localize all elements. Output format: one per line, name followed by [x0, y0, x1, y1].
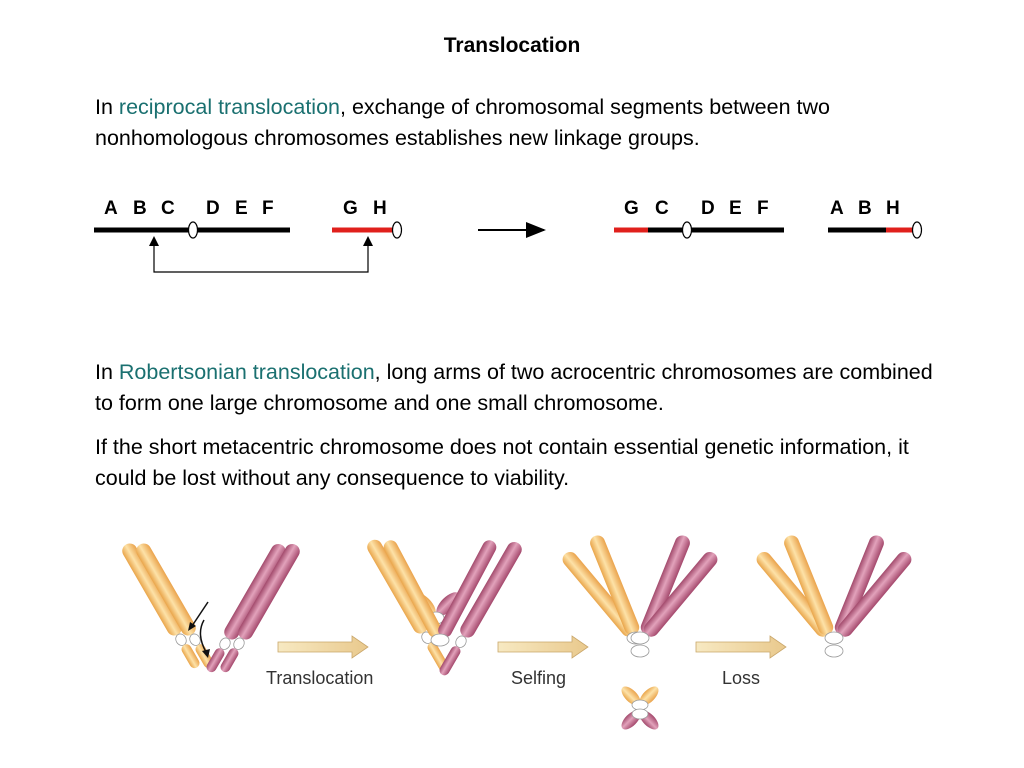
centromere: [391, 221, 403, 239]
reciprocal-term: reciprocal translocation: [118, 95, 340, 119]
translocation-step-arrow: Translocation: [266, 635, 373, 688]
reciprocal-paragraph: In reciprocal translocation, exchange of…: [95, 92, 955, 154]
robertsonian-paragraph: In Robertsonian translocation, long arms…: [95, 357, 955, 419]
after-chromosome-2: A B H: [828, 198, 923, 239]
gene-label: F: [262, 198, 274, 219]
fusion-arrow-icon: [199, 619, 207, 653]
centromere: [187, 221, 199, 239]
metacentric-note: If the short metacentric chromosome does…: [95, 435, 909, 490]
gene-label: H: [373, 198, 387, 219]
loss-step-arrow: Loss: [695, 635, 787, 688]
robertsonian-rest: , long arms of two acrocentric chromosom…: [95, 360, 933, 415]
after-chromosome-1: G C D E F: [614, 198, 784, 239]
selfing-step-arrow: Selfing: [497, 635, 589, 688]
robertsonian-term: Robertsonian translocation: [118, 360, 375, 384]
before-chromosome-1: A B C D E F: [94, 198, 290, 239]
gene-label: E: [729, 198, 742, 219]
gene-label: A: [830, 198, 844, 219]
break-arrow-icon: [191, 601, 209, 627]
gene-label: E: [235, 198, 248, 219]
centromere: [911, 221, 923, 239]
gene-label: D: [701, 198, 715, 219]
exchange-arrows: [149, 236, 373, 273]
translocation-label: Translocation: [266, 668, 373, 688]
reciprocal-rest: , exchange of chromosomal segments betwe…: [95, 95, 830, 150]
gene-label: C: [655, 198, 669, 219]
gene-label: C: [161, 198, 175, 219]
gene-label: B: [133, 198, 147, 219]
stage-after-selfing: [562, 535, 718, 730]
gene-label: G: [624, 198, 639, 219]
loss-label: Loss: [722, 668, 760, 688]
gene-label: A: [104, 198, 118, 219]
stage-initial-chromosomes: [122, 543, 300, 673]
robertsonian-diagram: Translocation Selfing: [122, 535, 912, 730]
stage-after-loss: [756, 535, 912, 658]
gene-label: G: [343, 198, 358, 219]
selfing-label: Selfing: [511, 668, 566, 688]
before-chromosome-2: G H: [332, 198, 403, 239]
stage-after-translocation: [367, 539, 522, 676]
reciprocal-translocation-diagram: A B C D E F G H G C D E F A B H: [94, 198, 923, 273]
robertsonian-intro: In: [95, 360, 119, 384]
gene-label: H: [886, 198, 900, 219]
page-title: Translocation: [443, 34, 581, 57]
gene-label: B: [858, 198, 872, 219]
gene-label: D: [206, 198, 220, 219]
centromere: [681, 221, 693, 239]
reciprocal-intro: In: [95, 95, 119, 119]
gene-label: F: [757, 198, 769, 219]
